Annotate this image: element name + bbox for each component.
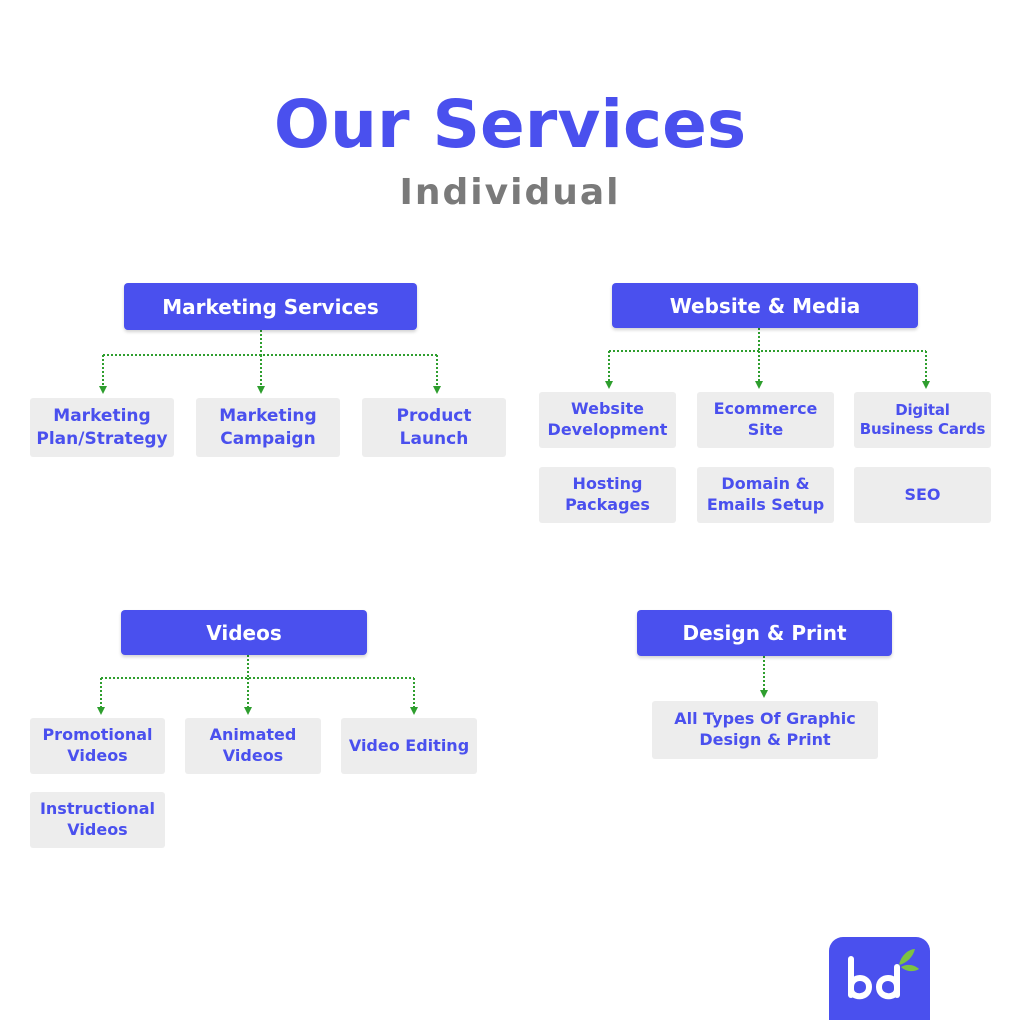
service-website-development: Website Development <box>539 392 676 448</box>
service-product-launch: Product Launch <box>362 398 506 457</box>
service-instructional-videos: Instructional Videos <box>30 792 165 848</box>
service-hosting-packages: Hosting Packages <box>539 467 676 523</box>
service-seo: SEO <box>854 467 991 523</box>
company-logo <box>829 937 930 1020</box>
service-digital-business-cards: Digital Business Cards <box>854 392 991 448</box>
marketing-services-header: Marketing Services <box>124 283 417 330</box>
website-media-header: Website & Media <box>612 283 918 328</box>
service-marketing-plan: Marketing Plan/Strategy <box>30 398 174 457</box>
service-animated-videos: Animated Videos <box>185 718 321 774</box>
design-print-header: Design & Print <box>637 610 892 656</box>
page-subtitle: Individual <box>399 172 621 213</box>
service-promotional-videos: Promotional Videos <box>30 718 165 774</box>
service-marketing-campaign: Marketing Campaign <box>196 398 340 457</box>
service-graphic-design-print: All Types Of Graphic Design & Print <box>652 701 878 759</box>
service-ecommerce-site: Ecommerce Site <box>697 392 834 448</box>
bd-leaf-logo-icon <box>848 949 919 1000</box>
page-title: Our Services <box>273 86 747 163</box>
videos-header: Videos <box>121 610 367 655</box>
service-domain-emails: Domain & Emails Setup <box>697 467 834 523</box>
service-video-editing: Video Editing <box>341 718 477 774</box>
